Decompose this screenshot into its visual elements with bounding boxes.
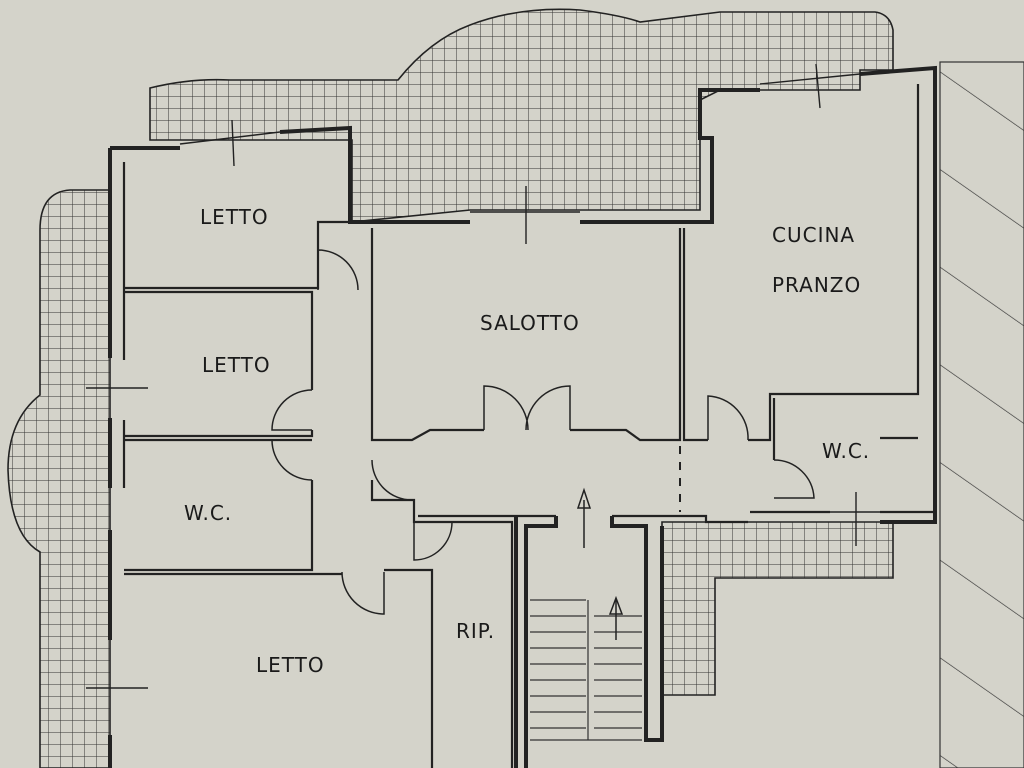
door-cucina — [707, 395, 749, 441]
wall-stair-left — [514, 516, 558, 768]
window-marks — [86, 63, 880, 689]
staircase — [530, 599, 642, 741]
door-wc-right — [773, 459, 815, 499]
room-label-letto-top: LETTO — [200, 205, 269, 229]
room-label-wc-right: W.C. — [822, 439, 870, 463]
wall-salotto — [370, 228, 682, 442]
room-label-wc-left: W.C. — [184, 501, 232, 525]
door-letto-mid — [271, 389, 313, 431]
door-salotto-double — [483, 385, 571, 431]
room-label-ripostiglio: RIP. — [456, 619, 495, 643]
door-wc-left — [271, 439, 313, 481]
stair-arrow-icon — [608, 595, 624, 640]
room-label-letto-mid: LETTO — [202, 353, 271, 377]
door-corridor — [371, 459, 413, 501]
top-terrace — [149, 8, 894, 223]
door-letto-bottom — [341, 571, 385, 615]
wall-cucina — [682, 84, 920, 442]
entry-arrow-icon — [576, 487, 592, 548]
wall-letto-mid — [124, 290, 314, 438]
wall-stair-right — [610, 516, 664, 742]
wall-letto-top — [124, 220, 350, 290]
door-entry — [413, 521, 453, 561]
wall-wc-right — [750, 398, 935, 514]
room-label-cucina: CUCINA — [772, 223, 855, 247]
left-balcony — [7, 189, 111, 768]
wall-letto-bottom — [124, 568, 434, 768]
room-label-letto-bottom: LETTO — [256, 653, 325, 677]
wall-corridor — [370, 480, 748, 768]
room-label-salotto: SALOTTO — [480, 311, 580, 335]
room-label-pranzo: PRANZO — [772, 273, 861, 297]
right-hatched-area — [939, 61, 1024, 768]
right-small-balcony — [661, 521, 894, 696]
outer-wall-top-right — [859, 65, 937, 524]
outer-wall-top-left — [110, 88, 760, 224]
door-letto-top — [317, 249, 359, 291]
